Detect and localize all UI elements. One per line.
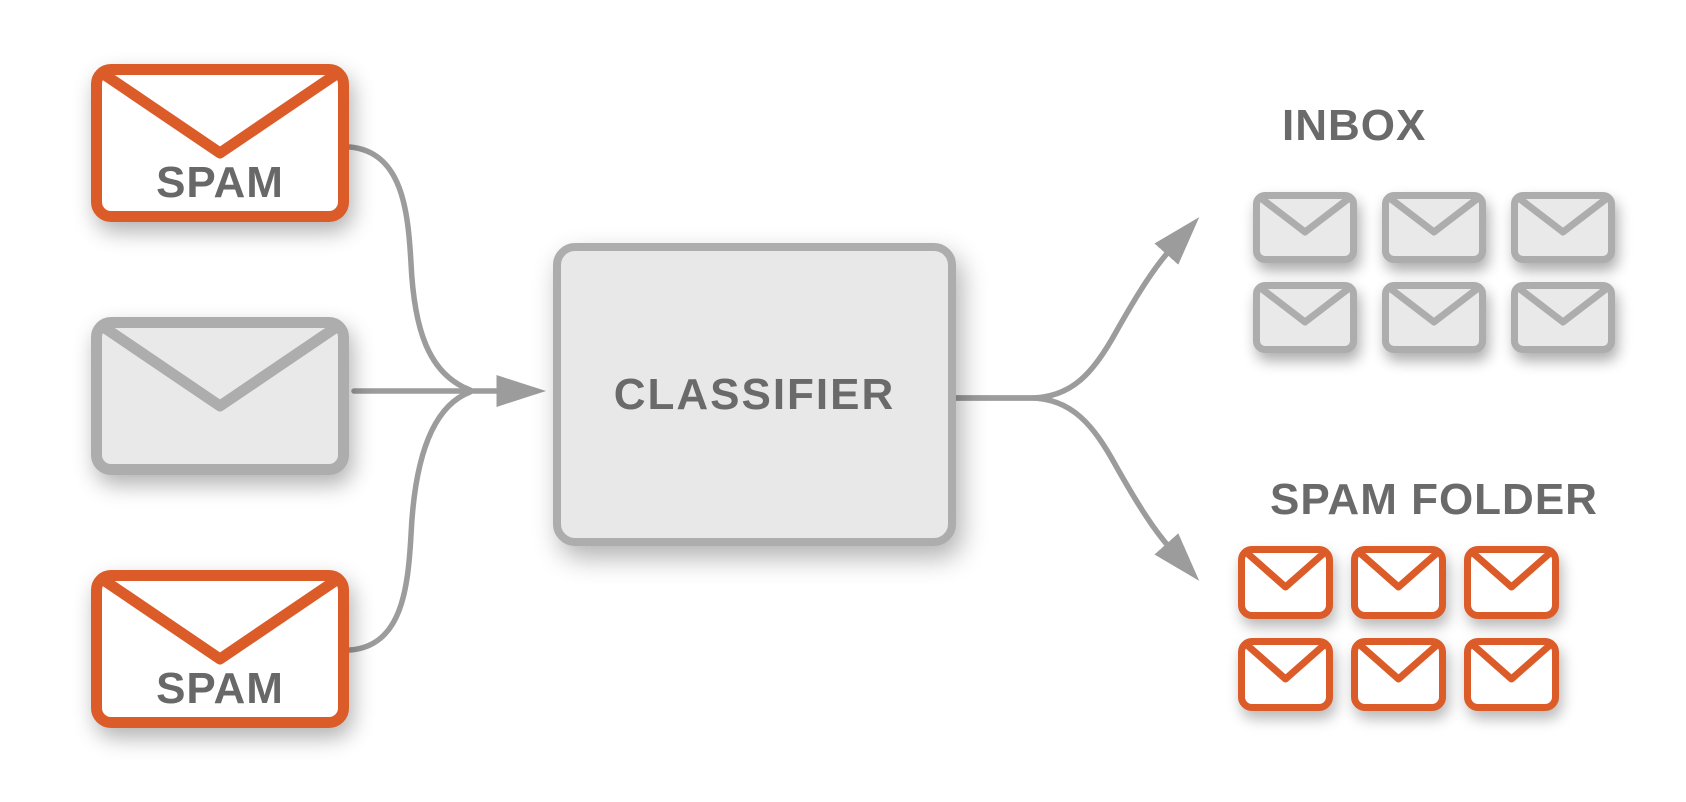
envelope-flap-icon xyxy=(1518,289,1608,326)
spam-folder-email-grid xyxy=(1238,546,1559,711)
arrow-classifier-to-inbox xyxy=(953,217,1200,401)
inbox-title: INBOX xyxy=(1282,101,1427,150)
spam-folder-title: SPAM FOLDER xyxy=(1270,475,1598,524)
spam-email-label: SPAM xyxy=(156,664,284,713)
envelope-flap-icon xyxy=(1518,199,1608,236)
spam-folder-email-icon xyxy=(1464,638,1559,711)
envelope-flap-icon xyxy=(1245,645,1326,683)
spam-folder-email-icon xyxy=(1351,638,1446,711)
inbox-email-icon xyxy=(1382,192,1486,263)
arrow-spam-top-to-classifier xyxy=(347,144,473,393)
envelope-flap-icon xyxy=(1358,645,1439,683)
envelope-flap-icon xyxy=(1389,199,1479,236)
inbox-email-icon xyxy=(1382,282,1486,353)
envelope-flap-icon xyxy=(1471,645,1552,683)
incoming-spam-email-top: SPAM xyxy=(91,64,349,222)
spam-folder-email-icon xyxy=(1464,546,1559,619)
envelope-flap-icon xyxy=(1260,289,1350,326)
envelope-flap-icon xyxy=(1471,553,1552,591)
arrow-classifier-to-spam-folder xyxy=(953,395,1200,581)
incoming-normal-email xyxy=(91,317,349,475)
envelope-flap-icon xyxy=(102,75,338,159)
classifier-label: CLASSIFIER xyxy=(613,369,896,419)
envelope-flap-icon xyxy=(1245,553,1326,591)
envelope-flap-icon xyxy=(102,328,338,412)
incoming-spam-email-bottom: SPAM xyxy=(91,570,349,728)
inbox-email-icon xyxy=(1511,192,1615,263)
arrow-spam-bottom-to-classifier xyxy=(347,389,473,653)
spam-folder-email-icon xyxy=(1238,638,1333,711)
inbox-email-icon xyxy=(1253,282,1357,353)
inbox-email-icon xyxy=(1511,282,1615,353)
inbox-email-grid xyxy=(1253,192,1615,353)
envelope-flap-icon xyxy=(102,581,338,665)
spam-folder-email-icon xyxy=(1351,546,1446,619)
spam-folder-email-icon xyxy=(1238,546,1333,619)
envelope-flap-icon xyxy=(1358,553,1439,591)
spam-email-label: SPAM xyxy=(156,158,284,207)
envelope-flap-icon xyxy=(1260,199,1350,236)
classifier-box: CLASSIFIER xyxy=(553,243,956,546)
envelope-flap-icon xyxy=(1389,289,1479,326)
inbox-email-icon xyxy=(1253,192,1357,263)
